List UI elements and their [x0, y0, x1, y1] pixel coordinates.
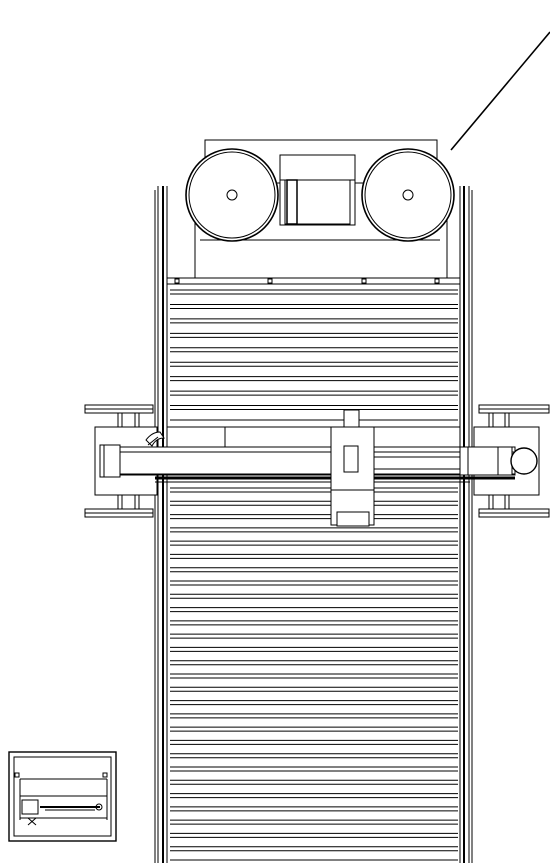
- leader-line: [450, 31, 550, 151]
- linear-actuator: [373, 446, 538, 476]
- frame-right-rail: [459, 186, 473, 863]
- inset-thumbnail: [8, 751, 117, 842]
- frame-left-rail: [154, 186, 168, 863]
- roller-center-block: [279, 154, 356, 226]
- bed-slats-upper: [170, 289, 458, 421]
- right-roller: [361, 148, 455, 242]
- tool-carriage: [330, 409, 375, 527]
- bed-slats-lower: [170, 487, 458, 861]
- housing-bolts: [174, 278, 440, 284]
- left-roller: [185, 148, 279, 242]
- hose-fitting: [145, 431, 165, 447]
